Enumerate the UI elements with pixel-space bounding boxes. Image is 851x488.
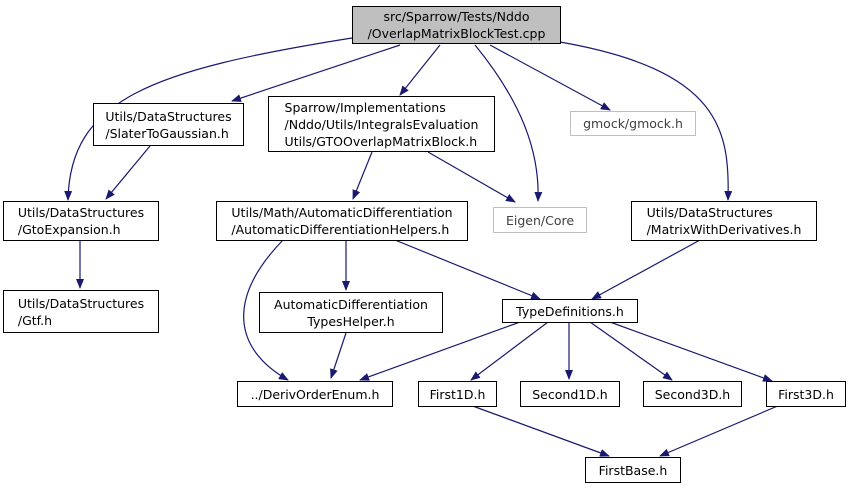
second1d-node[interactable]: Second1D.h [520,381,620,407]
gto-expansion-node[interactable]: Utils/DataStructures /GtoExpansion.h [3,201,159,241]
deriv-order-enum-node[interactable]: ../DerivOrderEnum.h [237,381,393,407]
second1d-label: Second1D.h [532,386,608,402]
edge-ad-helpers-to-deriv-order [243,239,289,381]
root-file-node: src/Sparrow/Tests/Nddo /OverlapMatrixBlo… [352,6,561,44]
first3d-node[interactable]: First3D.h [766,381,846,407]
eigen-core-label: Eigen/Core [505,212,575,228]
edge-slater-to-gto-expansion [105,145,151,200]
slater-to-gaussian-node[interactable]: Utils/DataStructures /SlaterToGaussian.h [93,103,244,146]
type-definitions-node[interactable]: TypeDefinitions.h [502,299,638,323]
slater-to-gaussian-label: Utils/DataStructures /SlaterToGaussian.h [105,108,232,141]
edge-types-helper-to-deriv-order [330,332,347,379]
automatic-differentiation-types-helper-label: AutomaticDifferentiation TypesHelper.h [274,296,428,329]
first1d-label: First1D.h [429,386,486,402]
gto-expansion-label: Utils/DataStructures /GtoExpansion.h [17,205,145,237]
type-definitions-label: TypeDefinitions.h [516,303,624,319]
second3d-label: Second3D.h [654,386,731,402]
gto-overlap-matrix-block-label: Sparrow/Implementations /Nddo/Utils/Inte… [284,99,479,149]
gmock-node: gmock/gmock.h [570,111,696,136]
edge-root-to-gto-block [399,44,441,96]
edge-matrix-deriv-to-type-defs [591,239,701,300]
gto-overlap-matrix-block-node[interactable]: Sparrow/Implementations /Nddo/Utils/Inte… [268,96,495,152]
automatic-differentiation-types-helper-node[interactable]: AutomaticDifferentiation TypesHelper.h [259,292,443,333]
first1d-node[interactable]: First1D.h [418,381,497,407]
edge-type-defs-to-first1d [470,321,549,381]
edge-type-defs-to-deriv-order [359,321,521,381]
edge-type-defs-to-first3d [609,321,773,382]
edge-gto-block-to-eigen [427,151,516,203]
edge-root-to-eigen [474,44,543,202]
edge-root-to-slater [231,44,401,102]
gtf-node[interactable]: Utils/DataStructures /Gtf.h [3,290,159,333]
eigen-core-node: Eigen/Core [493,207,587,233]
first-base-label: FirstBase.h [598,462,668,478]
gtf-label: Utils/DataStructures /Gtf.h [17,295,145,328]
edge-type-defs-to-second3d [589,321,673,381]
automatic-differentiation-helpers-node[interactable]: Utils/Math/AutomaticDifferentiation /Aut… [216,201,468,241]
edge-gto-block-to-ad-helpers [352,151,373,200]
matrix-with-derivatives-node[interactable]: Utils/DataStructures /MatrixWithDerivati… [631,201,817,241]
edge-root-to-gto-expansion [64,37,353,201]
edge-first1d-to-first-base [469,404,610,457]
edge-ad-helpers-to-type-defs [394,239,541,300]
edge-root-to-gmock [489,44,611,111]
second3d-node[interactable]: Second3D.h [643,381,742,407]
edge-root-to-matrix-deriv [559,41,733,201]
first3d-label: First3D.h [778,386,834,402]
gmock-label: gmock/gmock.h [583,116,683,131]
first-base-node[interactable]: FirstBase.h [585,457,681,483]
deriv-order-enum-label: ../DerivOrderEnum.h [250,386,380,402]
root-file-label: src/Sparrow/Tests/Nddo /OverlapMatrixBlo… [367,9,546,41]
edge-first3d-to-first-base [659,404,781,457]
automatic-differentiation-helpers-label: Utils/Math/AutomaticDifferentiation /Aut… [231,205,453,237]
matrix-with-derivatives-label: Utils/DataStructures /MatrixWithDerivati… [646,205,802,237]
